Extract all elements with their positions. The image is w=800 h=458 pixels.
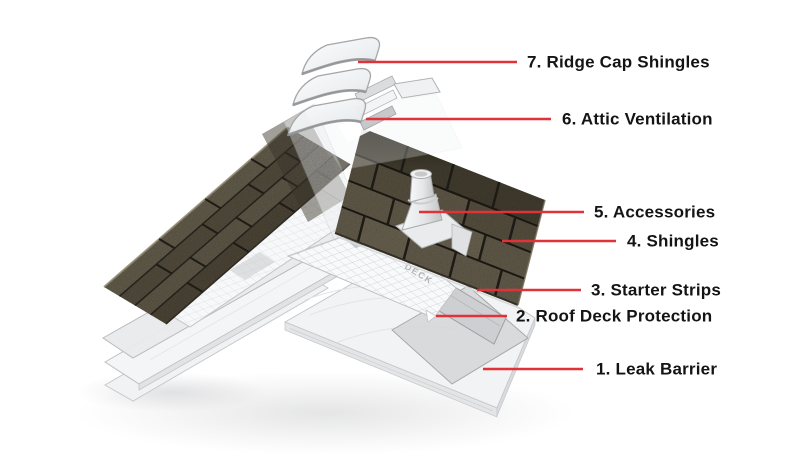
label-accessories: 5. Accessories — [594, 203, 715, 222]
ridge-cap-shingles — [287, 36, 381, 137]
label-ridge-cap-shingles: 7. Ridge Cap Shingles — [527, 53, 710, 72]
label-starter-strips: 3. Starter Strips — [591, 281, 721, 300]
label-leak-barrier: 1. Leak Barrier — [596, 360, 717, 379]
labels: 7. Ridge Cap Shingles 6. Attic Ventilati… — [516, 53, 721, 379]
leader-lines — [358, 60, 616, 371]
label-roof-deck-protection: 2. Roof Deck Protection — [516, 307, 712, 326]
left-layer-stack — [102, 189, 361, 402]
label-shingles: 4. Shingles — [627, 232, 719, 251]
pipe-boot-accessory — [395, 169, 473, 257]
label-attic-ventilation: 6. Attic Ventilation — [562, 110, 713, 129]
